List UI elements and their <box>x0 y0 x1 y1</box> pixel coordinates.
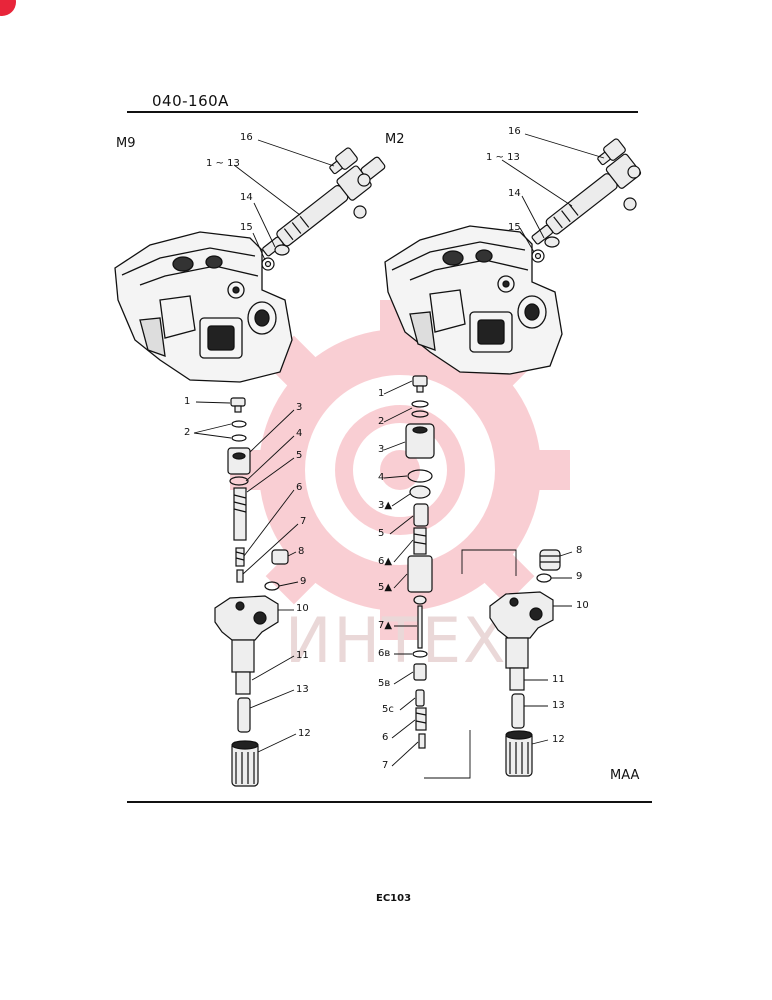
callout-label: 13 <box>552 700 565 711</box>
callout-label: 10 <box>296 603 309 614</box>
footer-code: EC103 <box>376 893 412 904</box>
callout-label: 11 <box>296 650 309 661</box>
m2-exploded-parts <box>405 375 435 749</box>
callout-label: 3 <box>296 402 303 413</box>
callout-label: 14 <box>240 192 253 203</box>
maa-part-leaders <box>524 551 573 745</box>
callout-label: 1 ~ 13 <box>486 152 520 163</box>
m9-exploded-parts <box>214 397 289 787</box>
callout-label: 12 <box>298 728 311 739</box>
callout-label: 7▲ <box>378 620 393 631</box>
variant-label-m2: M2 <box>385 132 405 147</box>
m2-head-leaders <box>501 133 605 253</box>
callout-label: 1 <box>184 396 191 407</box>
m2-injector <box>531 138 642 263</box>
callout-label: 4 <box>378 472 385 483</box>
callout-label: 12 <box>552 734 565 745</box>
m9-cylinder-head <box>114 231 293 383</box>
callout-label: 2 <box>184 427 191 438</box>
variant-label-m9: M9 <box>116 136 136 151</box>
m9-head-leaders <box>233 139 335 261</box>
callout-label: 15 <box>240 222 253 233</box>
callout-label: 7 <box>300 516 307 527</box>
callout-label: 16 <box>508 126 521 137</box>
m9-injector <box>261 147 386 271</box>
callout-label: 15 <box>508 222 521 233</box>
callout-label: 8 <box>576 545 583 556</box>
callout-label: 8 <box>298 546 305 557</box>
callout-label: 2 <box>378 416 385 427</box>
callout-label: 4 <box>296 428 303 439</box>
callout-label: 13 <box>296 684 309 695</box>
callout-label: 7 <box>382 760 389 771</box>
callout-label: 16 <box>240 132 253 143</box>
maa-parts <box>489 549 561 777</box>
callout-label: 6 <box>296 482 303 493</box>
callout-label: 9 <box>576 571 583 582</box>
m2-part-leaders <box>383 380 517 779</box>
callout-label: 14 <box>508 188 521 199</box>
callout-label: 6▲ <box>378 556 393 567</box>
watermark-text: ИНТЕХ <box>285 604 508 677</box>
page-code: 040-160A <box>152 92 229 110</box>
m9-part-leaders <box>193 401 299 753</box>
callout-label: 5ʙ <box>378 678 391 689</box>
callout-label: 5▲ <box>378 582 393 593</box>
callout-label: 3▲ <box>378 500 393 511</box>
callout-label: 5c <box>382 704 394 715</box>
callout-label: 5 <box>378 528 385 539</box>
variant-label-maa: MAA <box>610 768 640 783</box>
callout-label: 1 <box>378 388 385 399</box>
callout-label: 3 <box>378 444 385 455</box>
callout-label: 9 <box>300 576 307 587</box>
callout-label: 5 <box>296 450 303 461</box>
m2-cylinder-head <box>384 225 563 375</box>
callout-label: 10 <box>576 600 589 611</box>
callout-label: 6 <box>382 732 389 743</box>
callout-label: 6ʙ <box>378 648 391 659</box>
callout-label: 1 ~ 13 <box>206 158 240 169</box>
callout-label: 11 <box>552 674 565 685</box>
